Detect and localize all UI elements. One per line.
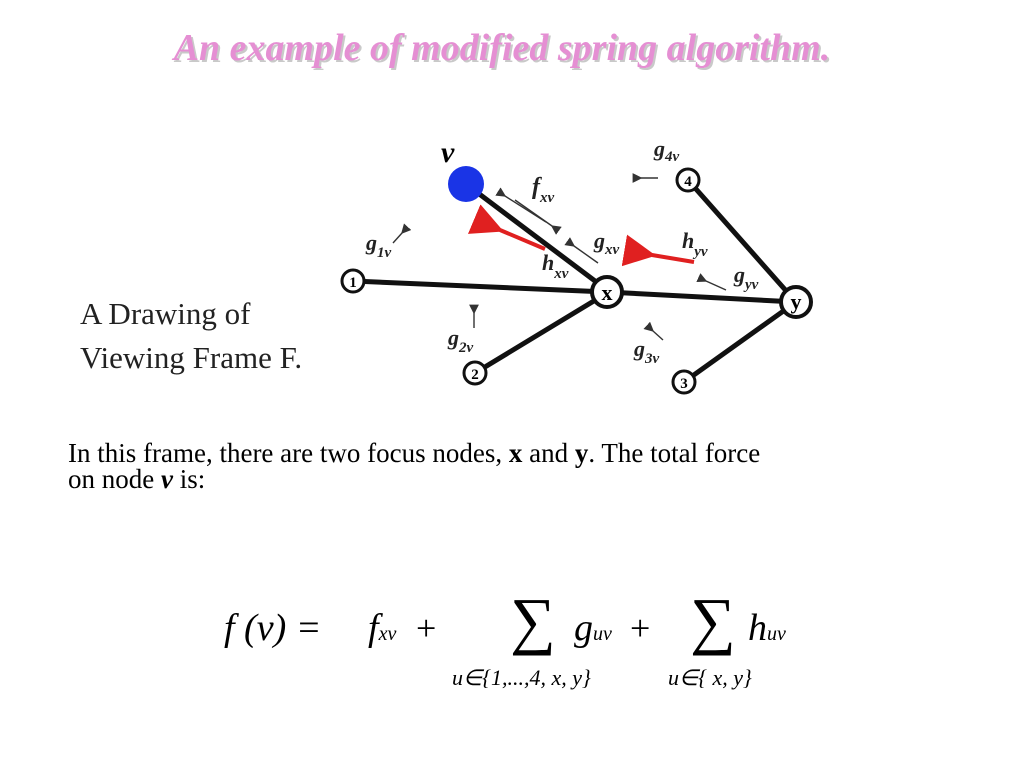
node-y-label: y	[791, 289, 802, 314]
formula-sum-1: ∑	[510, 585, 556, 656]
node-v	[448, 166, 484, 202]
arrow-g-yv	[696, 273, 727, 291]
edge-1-x	[350, 278, 610, 295]
intro-line2-b: is:	[172, 464, 206, 494]
node-x-label: x	[602, 280, 613, 305]
arrow-g-xv	[564, 237, 599, 264]
formula-lhs: f (v) =	[224, 607, 321, 649]
node-y: y	[779, 285, 813, 319]
label-g-2v: g2v	[447, 325, 474, 356]
arrow-h-xv	[467, 204, 546, 251]
edge-v-x	[463, 181, 610, 293]
svg-text:4: 4	[684, 174, 692, 190]
diagram-edges	[350, 177, 799, 385]
formula-guv: guv	[574, 607, 612, 649]
intro-line1-a: In this frame, there are two focus nodes…	[68, 438, 509, 468]
focus-node-x: x	[508, 438, 523, 468]
frame-caption-line2: Viewing Frame F.	[80, 340, 303, 375]
arrow-g-1v	[392, 223, 412, 244]
label-g-4v: g4v	[653, 136, 680, 165]
edge-2-x	[472, 290, 610, 376]
edge-x-y	[604, 289, 799, 305]
label-f-xv: fxv	[532, 174, 555, 206]
spring-diagram: v x y 1 2 3 4 fxv gxv hxv g1v g2v g3v g4	[340, 136, 813, 395]
node-3: 3	[671, 369, 697, 395]
node-x: x	[590, 275, 624, 309]
arrow-f-xv-2	[514, 199, 562, 235]
arrow-g-3v	[643, 321, 664, 341]
edge-4-y	[685, 177, 799, 305]
label-g-3v: g3v	[633, 336, 660, 367]
edge-3-y	[681, 299, 799, 385]
node-2: 2	[462, 360, 488, 386]
label-g-xv: gxv	[593, 228, 620, 258]
label-h-xv: hxv	[542, 250, 569, 282]
svg-text:3: 3	[680, 376, 688, 392]
svg-text:2: 2	[471, 367, 479, 383]
formula-fxv: fxv	[368, 607, 396, 649]
svg-text:1: 1	[349, 275, 357, 291]
node-v-label: v	[441, 136, 455, 169]
formula-range-1: u∈{1,...,4, x, y}	[452, 665, 591, 690]
intro-line1-b: . The total force	[588, 438, 761, 468]
node-1: 1	[340, 268, 366, 294]
formula-sum-2: ∑	[690, 585, 736, 656]
frame-caption-line1: A Drawing of	[80, 296, 251, 331]
label-h-yv: hyv	[682, 228, 708, 260]
intro-line2-a: on node	[68, 464, 161, 494]
node-v-ref: v	[160, 464, 173, 494]
node-4: 4	[675, 167, 701, 193]
formula-plus-1: +	[416, 608, 436, 648]
arrow-h-yv	[621, 234, 695, 267]
total-force-formula: f (v) = fxv + ∑ guv + ∑ huv u∈{1,...,4, …	[224, 585, 786, 690]
label-g-yv: gyv	[733, 262, 759, 293]
label-g-1v: g1v	[365, 230, 392, 261]
intro-and: and	[522, 438, 575, 468]
slide-title: An example of modified spring algorithm.	[173, 27, 831, 69]
focus-node-y: y	[574, 438, 589, 468]
formula-plus-2: +	[630, 608, 650, 648]
formula-range-2: u∈{ x, y}	[668, 665, 752, 690]
intro-paragraph: In this frame, there are two focus nodes…	[68, 438, 968, 494]
formula-huv: huv	[748, 607, 786, 649]
